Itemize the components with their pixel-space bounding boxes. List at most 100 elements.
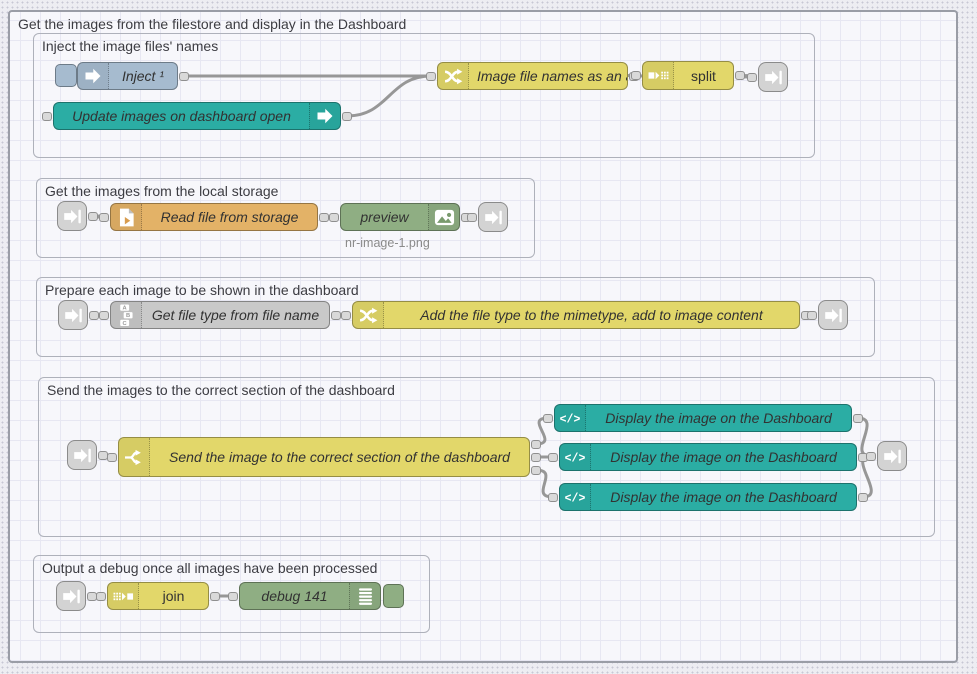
- wire[interactable]: [346, 74, 432, 118]
- send-images-group[interactable]: Send the images to the correct section o…: [38, 377, 935, 537]
- preview-node[interactable]: preview: [340, 203, 460, 231]
- svg-text:C: C: [122, 320, 126, 326]
- output-port[interactable]: [858, 492, 868, 502]
- inject-names-group[interactable]: Inject the image files' names: [33, 33, 815, 158]
- inject-arrow-icon: [78, 63, 109, 89]
- debug-toggle-button[interactable]: [383, 584, 404, 608]
- link-in-icon: [62, 587, 81, 606]
- output-port[interactable]: [531, 439, 541, 449]
- input-port[interactable]: [228, 591, 238, 601]
- input-port[interactable]: [341, 310, 351, 320]
- switch-icon: [119, 438, 150, 476]
- node-label: split: [691, 67, 716, 84]
- output-port[interactable]: [88, 211, 98, 221]
- output-port[interactable]: [319, 212, 329, 222]
- svg-text:</>: </>: [560, 413, 581, 426]
- input-port[interactable]: [548, 452, 558, 462]
- output-port[interactable]: [531, 465, 541, 475]
- link-out-icon: [484, 208, 503, 227]
- output-port[interactable]: [853, 413, 863, 423]
- linkout3-node[interactable]: [818, 300, 848, 330]
- wire[interactable]: [535, 468, 554, 499]
- inject-arrow-icon: [309, 103, 340, 129]
- inject-button[interactable]: [55, 64, 77, 87]
- node-status-text: nr-image-1.png: [345, 236, 430, 250]
- output-port[interactable]: [331, 310, 341, 320]
- fnames-node[interactable]: Image file names as an array: [437, 62, 628, 90]
- input-port[interactable]: [96, 591, 106, 601]
- input-port[interactable]: [467, 212, 477, 222]
- input-port[interactable]: [99, 212, 109, 222]
- local-storage-group[interactable]: Get the images from the local storage: [36, 178, 535, 258]
- node-label: join: [162, 588, 185, 604]
- linkin2-node[interactable]: [57, 201, 87, 231]
- input-port[interactable]: [543, 413, 553, 423]
- node-label: preview: [360, 209, 409, 225]
- linkin5-node[interactable]: [56, 581, 86, 611]
- group-label: Get the images from the filestore and di…: [18, 16, 407, 32]
- group-label: Prepare each image to be shown in the da…: [45, 282, 359, 298]
- wire[interactable]: [857, 416, 872, 458]
- linkout1-node[interactable]: [758, 62, 788, 92]
- debug-node[interactable]: debug 141: [239, 582, 381, 610]
- input-port[interactable]: [107, 452, 117, 462]
- input-port[interactable]: [747, 72, 757, 82]
- linkout2-node[interactable]: [478, 202, 508, 232]
- input-port[interactable]: [99, 310, 109, 320]
- node-label: Display the image on the Dashboard: [605, 410, 832, 426]
- output-port[interactable]: [735, 71, 745, 80]
- join-node[interactable]: join: [107, 582, 209, 610]
- wire[interactable]: [535, 416, 549, 446]
- group-label: Inject the image files' names: [42, 38, 219, 54]
- output-port[interactable]: [89, 310, 99, 320]
- output-port[interactable]: [342, 111, 352, 121]
- link-in-icon: [73, 446, 92, 465]
- input-port[interactable]: [807, 310, 817, 320]
- prepare-image-group[interactable]: Prepare each image to be shown in the da…: [36, 277, 875, 357]
- node-label: Get file type from file name: [151, 307, 320, 323]
- wire[interactable]: [92, 214, 105, 219]
- svg-text:A: A: [122, 305, 126, 311]
- switch-node[interactable]: Send the image to the correct section of…: [118, 437, 530, 477]
- input-port[interactable]: [329, 212, 339, 222]
- node-label: Display the image on the Dashboard: [610, 449, 837, 465]
- input-port[interactable]: [426, 71, 436, 81]
- input-port[interactable]: [631, 71, 641, 80]
- node-label: Send the image to the correct section of…: [169, 449, 510, 465]
- linkin4-node[interactable]: [67, 440, 97, 470]
- change-icon: [353, 302, 384, 328]
- svg-text:</>: </>: [565, 452, 586, 465]
- addtype-node[interactable]: Add the file type to the mimetype, add t…: [352, 301, 800, 329]
- inject-node[interactable]: Inject ¹: [77, 62, 178, 90]
- svg-text:B: B: [125, 313, 129, 319]
- wire[interactable]: [739, 74, 753, 79]
- split-node[interactable]: split: [642, 61, 734, 90]
- output-port[interactable]: [210, 591, 220, 601]
- node-label: Image file names as an array: [477, 68, 627, 84]
- disp2-node[interactable]: </> Display the image on the Dashboard: [559, 443, 857, 471]
- output-port[interactable]: [531, 452, 541, 462]
- node-label: Update images on dashboard open: [72, 108, 291, 124]
- group-label: Get the images from the local storage: [45, 183, 279, 199]
- output-debug-group[interactable]: Output a debug once all images have been…: [33, 555, 430, 633]
- join-icon: [108, 583, 139, 609]
- linkin3-node[interactable]: [58, 300, 88, 330]
- link-out-icon: [824, 306, 843, 325]
- input-port[interactable]: [548, 492, 558, 502]
- update-node[interactable]: Update images on dashboard open: [53, 102, 341, 130]
- input-port[interactable]: [42, 111, 52, 121]
- link-in-icon: [64, 306, 83, 325]
- disp1-node[interactable]: </> Display the image on the Dashboard: [554, 404, 852, 432]
- input-port[interactable]: [866, 451, 876, 461]
- readfile-node[interactable]: Read file from storage: [110, 203, 318, 231]
- file-icon: [111, 204, 142, 230]
- template-icon: </>: [560, 444, 591, 470]
- disp3-node[interactable]: </>Display the image on the Dashboard: [559, 483, 857, 511]
- wire[interactable]: [861, 454, 873, 499]
- output-port[interactable]: [179, 71, 189, 81]
- linkout4-node[interactable]: [877, 441, 907, 471]
- group-label: Send the images to the correct section o…: [47, 382, 395, 398]
